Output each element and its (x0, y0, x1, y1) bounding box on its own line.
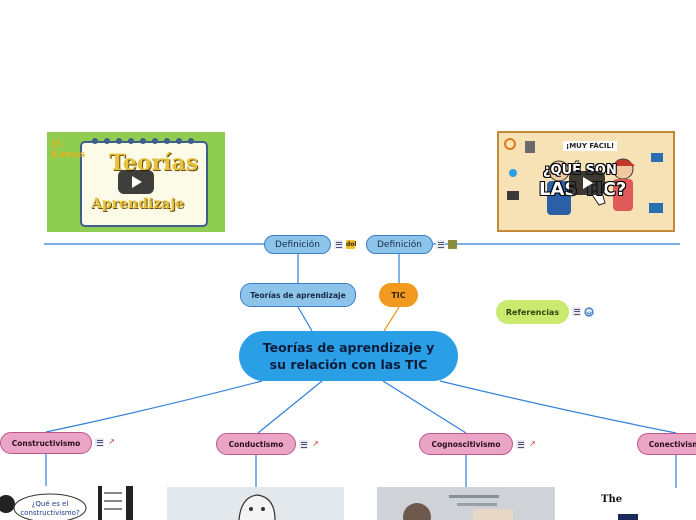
definicion-tic-node[interactable]: Definición (366, 235, 433, 254)
replay-icon[interactable] (503, 137, 517, 151)
thumb-title-line2: Aprendizaje (91, 196, 185, 212)
link-badge-icon[interactable]: dol (346, 240, 357, 249)
referencias-node[interactable]: Referencias (496, 300, 569, 324)
person-photo (377, 487, 555, 520)
image-badge-icon[interactable] (448, 240, 457, 249)
conectivismo-image-text: The (601, 494, 623, 505)
notes-icon[interactable] (334, 240, 343, 249)
notes-icon[interactable] (95, 438, 104, 447)
play-button-icon[interactable] (569, 171, 605, 195)
teorias-video-thumbnail[interactable]: El Kamas Teorías Aprendizaje (47, 132, 225, 232)
conectivismo-image[interactable]: The (598, 490, 696, 520)
notes-icon[interactable] (299, 440, 308, 449)
link-arrow-icon[interactable]: ↗ (108, 437, 115, 446)
teorias-de-aprendizaje-node[interactable]: Teorías de aprendizaje (240, 283, 356, 307)
thumb-banner: ¡MUY FÁCIL! (563, 141, 618, 151)
notes-icon[interactable] (436, 240, 445, 249)
link-arrow-icon[interactable]: ↗ (312, 439, 319, 448)
notes-icon[interactable] (516, 440, 525, 449)
link-arrow-icon[interactable]: ↗ (529, 439, 536, 448)
conductismo-node[interactable]: Conductismo (216, 433, 296, 455)
central-topic[interactable]: Teorías de aprendizaje y su relación con… (239, 331, 458, 381)
decorative-shape (618, 514, 638, 520)
globe-link-icon[interactable] (584, 307, 594, 317)
constructivismo-image[interactable]: ¿Qué es el constructivismo? (0, 486, 134, 520)
cartoon-illustration (0, 486, 133, 520)
cognoscitivismo-node[interactable]: Cognoscitivismo (419, 433, 513, 455)
portrait-sketch (167, 487, 344, 520)
definicion-teorias-node[interactable]: Definición (264, 235, 331, 254)
notes-icon[interactable] (572, 307, 581, 316)
conectivismo-node[interactable]: Conectivismo (637, 433, 696, 455)
corner-logo: El Kamas (51, 140, 86, 160)
play-button-icon[interactable] (118, 170, 154, 194)
conductismo-image[interactable] (167, 487, 344, 520)
tic-video-thumbnail[interactable]: ¡MUY FÁCIL! ¿QUÉ SON LAS TIC? (497, 131, 675, 232)
constructivismo-node[interactable]: Constructivismo (0, 432, 92, 454)
tic-node[interactable]: TIC (379, 283, 418, 307)
cognoscitivismo-image[interactable] (377, 487, 555, 520)
constructivismo-bubble-text: ¿Qué es el constructivismo? (20, 500, 80, 517)
